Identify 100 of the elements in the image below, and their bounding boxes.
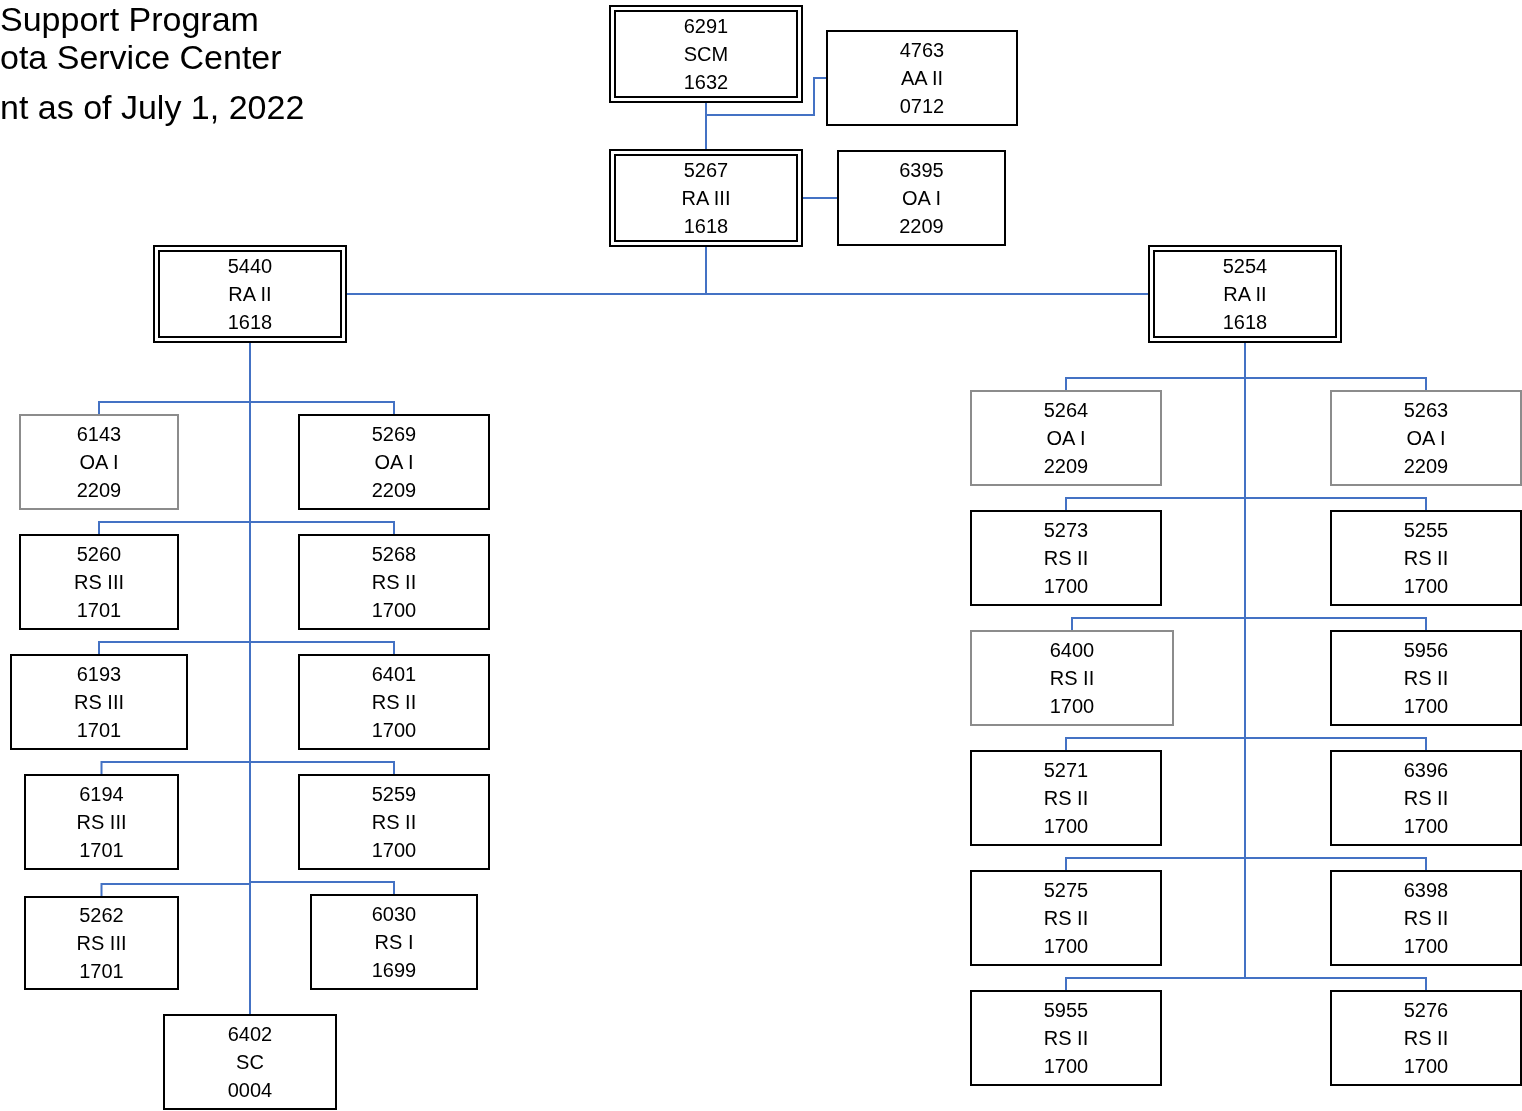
position-box [19,414,179,510]
position-text: RA II [1223,282,1267,307]
position-box [163,1014,337,1110]
position-text: 5276 [1403,998,1449,1023]
position-box [298,534,490,630]
position-text: RS III [76,931,127,956]
position-text: 1700 [371,718,417,743]
position-text: 2209 [371,478,417,503]
position-box [837,150,1006,246]
position-text: 2209 [76,478,122,503]
position-text: 6396 [1403,758,1449,783]
position-text: 5262 [79,903,124,928]
position-box [970,990,1162,1086]
position-box [298,774,490,870]
position-text: SC [236,1050,264,1075]
position-text: 1700 [371,598,417,623]
position-text: 6398 [1403,878,1449,903]
position-text: 6030 [371,902,417,927]
position-text: 6402 [227,1022,273,1047]
position-text: 1701 [79,838,124,863]
position-box [1330,630,1522,726]
position-text: 2209 [899,214,944,239]
position-box [298,654,490,750]
position-text: 5268 [371,542,417,567]
position-text: 6291 [683,14,729,39]
position-text: OA I [1406,426,1446,451]
position-box [1330,990,1522,1086]
position-text: 2209 [1403,454,1449,479]
position-text: 5264 [1043,398,1089,423]
position-text: RS II [371,810,417,835]
position-text: RS II [1049,666,1095,691]
position-text: RS II [1403,786,1449,811]
position-text: RS II [1043,546,1089,571]
position-box [970,870,1162,966]
position-text: 1699 [371,958,417,983]
position-text: 1700 [1403,814,1449,839]
position-box [826,30,1018,126]
connector-line [1244,342,1427,991]
position-text: 5254 [1222,254,1268,279]
position-text: 1701 [76,598,122,623]
position-text: 6400 [1049,638,1095,663]
position-text: RA III [681,186,731,211]
position-box [1330,390,1522,486]
title-text: nt as of July 1, 2022 [0,88,305,126]
connector-line [705,246,1149,295]
position-text: RA II [228,282,272,307]
connector-line [802,197,838,199]
position-text: 1618 [1222,310,1268,335]
position-text: 1700 [1403,574,1449,599]
position-text: 1700 [1043,934,1089,959]
position-text: 6401 [371,662,417,687]
position-box [10,654,188,750]
position-text: 5259 [371,782,417,807]
position-text: 2209 [1043,454,1089,479]
position-box [1330,510,1522,606]
position-text: 6193 [76,662,122,687]
position-text: 1700 [1043,814,1089,839]
position-text: 5275 [1043,878,1089,903]
position-text: 1700 [1049,694,1095,719]
position-text: OA I [1046,426,1086,451]
position-text: 5267 [683,158,729,183]
position-text: RS II [371,570,417,595]
position-box [19,534,179,630]
position-text: RS I [374,930,414,955]
position-text: 5263 [1403,398,1449,423]
position-text: RS II [1043,906,1089,931]
position-text: RS II [1043,786,1089,811]
position-text: 5255 [1403,518,1449,543]
position-box [1330,870,1522,966]
position-box [1330,750,1522,846]
position-text: 1700 [1043,574,1089,599]
connector-line [249,342,251,1015]
position-text: RS III [74,690,124,715]
position-text: 6395 [899,158,944,183]
position-text: 1700 [1403,934,1449,959]
position-text: OA I [79,450,119,475]
position-text: RS II [1403,906,1449,931]
position-text: 6194 [79,782,124,807]
position-box [970,750,1162,846]
position-box [970,630,1174,726]
position-text: 5440 [227,254,273,279]
position-text: OA I [374,450,414,475]
position-text: 0004 [227,1078,273,1103]
position-box [970,510,1162,606]
position-text: 4763 [899,38,945,63]
position-text: AA II [900,66,944,91]
position-text: RS II [1403,546,1449,571]
position-text: RS III [74,570,124,595]
title-text: Support Program [0,0,259,38]
position-text: 1700 [1403,694,1449,719]
position-text: 1701 [79,959,124,984]
position-text: 1618 [227,310,273,335]
position-box [24,774,179,870]
position-box [24,896,179,990]
position-text: OA I [902,186,941,211]
title-text: ota Service Center [0,38,282,76]
position-text: 5260 [76,542,122,567]
position-text: 5955 [1043,998,1089,1023]
position-text: 5956 [1403,638,1449,663]
connector-line [705,77,827,116]
